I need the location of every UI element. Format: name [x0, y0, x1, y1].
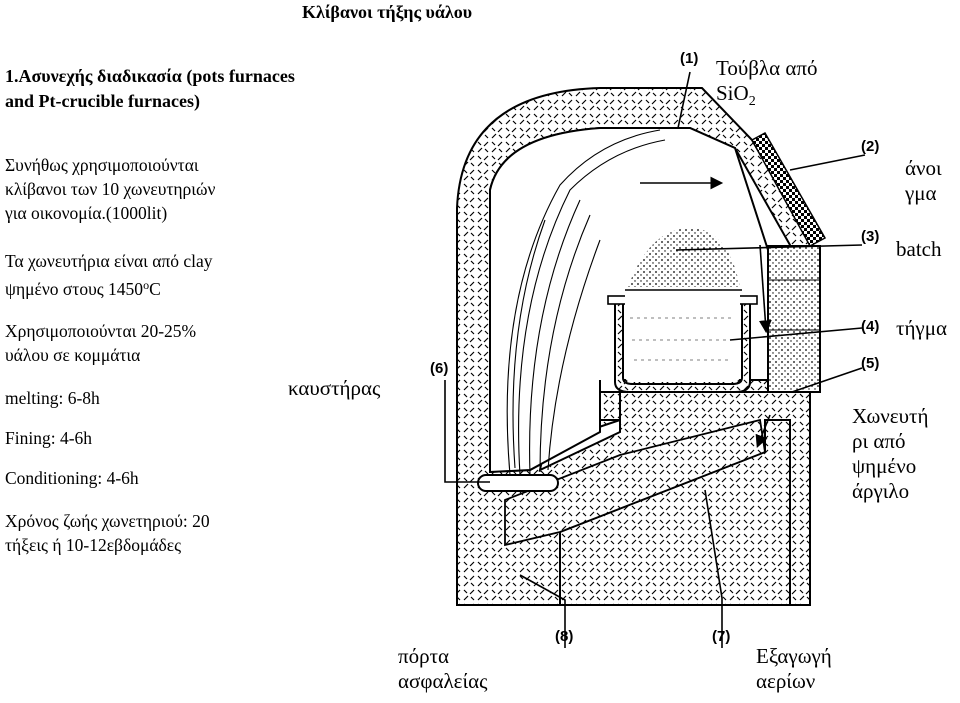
text-superscript: o — [143, 278, 150, 292]
text-line: Συνήθως χρησιμοποιούνται — [5, 155, 199, 175]
text-line: ψημένο στους 1450oC — [5, 273, 213, 301]
label-line: άργιλο — [852, 479, 910, 503]
heading-line: 1.Ασυνεχής διαδικασία (pots furnaces — [5, 66, 295, 86]
label-safety-door: πόρτα ασφαλείας — [398, 644, 487, 694]
label-batch: batch — [896, 237, 941, 262]
label-line: SiO2 — [716, 81, 818, 114]
label-bricks: Τούβλα από SiO2 — [716, 56, 818, 114]
label-crucible: Χωνευτή ρι από ψημένο άργιλο — [852, 404, 928, 504]
batch-heap — [628, 228, 740, 287]
label-fragment: SiO — [716, 81, 749, 105]
text-melting: melting: 6-8h — [5, 386, 100, 410]
text-line: Τα χωνευτήρια είναι από clay — [5, 251, 213, 271]
label-line: άνοι — [905, 156, 942, 180]
slope — [504, 418, 767, 547]
label-line: τήγμα — [896, 316, 947, 340]
heading-line: and Pt-crucible furnaces) — [5, 91, 200, 111]
glass-melt — [625, 292, 740, 382]
text-line: Χρόνος ζωής χωνετηριού: 20 — [5, 511, 210, 531]
text-fining: Fining: 4-6h — [5, 426, 92, 450]
door-bricks — [750, 131, 827, 248]
label-line: Τούβλα από — [716, 56, 818, 80]
callout-number: (3) — [861, 228, 880, 245]
label-line: batch — [896, 237, 942, 261]
callout-number: (6) — [430, 360, 449, 377]
label-line: ασφαλείας — [398, 669, 488, 693]
flow-arrow-down — [755, 414, 771, 448]
heading-batch-process: 1.Ασυνεχής διαδικασία (pots furnaces and… — [5, 64, 295, 114]
text-line: τήξεις ή 10-12εβδομάδες — [5, 535, 182, 555]
label-line: Εξαγωγή — [756, 644, 832, 668]
label-subscript: 2 — [748, 94, 756, 109]
paragraph-lifetime: Χρόνος ζωής χωνετηριού: 20 τήξεις ή 10-1… — [5, 509, 210, 557]
paragraph-usage: Συνήθως χρησιμοποιούνται κλίβανοι των 10… — [5, 153, 215, 225]
text-fragment: ψημένο στους 1450 — [5, 279, 144, 299]
label-line: αερίων — [756, 669, 816, 693]
label-burner: καυστήρας — [288, 376, 380, 401]
label-line: Χωνευτή — [852, 404, 929, 428]
text-line: κλίβανοι των 10 χωνευτηριών — [5, 179, 216, 199]
callout-number: (5) — [861, 355, 880, 372]
label-line: πόρτα — [398, 644, 450, 668]
dotted-column — [767, 245, 821, 393]
text-line: για οικονομία.(1000lit) — [5, 203, 168, 223]
text-fragment: C — [149, 279, 161, 299]
label-melt: τήγμα — [896, 316, 947, 341]
callout-number: (4) — [861, 318, 880, 335]
page-title: Κλίβανοι τήξης υάλου — [302, 2, 473, 22]
callout-number: (2) — [861, 138, 880, 155]
paragraph-cullet: Χρησιμοποιούνται 20-25% υάλου σε κομμάτι… — [5, 319, 196, 367]
text-line: Conditioning: 4-6h — [5, 468, 139, 488]
label-opening: άνοι γμα — [905, 156, 942, 206]
burner-pipe — [477, 474, 559, 492]
label-line: ψημένο — [852, 454, 917, 478]
text-conditioning: Conditioning: 4-6h — [5, 466, 139, 490]
flame-lines — [506, 129, 666, 476]
text-line: Fining: 4-6h — [5, 428, 93, 448]
label-line: καυστήρας — [288, 376, 381, 400]
callout-number: (8) — [555, 628, 574, 645]
flow-arrow-right — [758, 244, 772, 334]
callout-number: (1) — [680, 50, 699, 67]
callout-number: (7) — [712, 628, 731, 645]
paragraph-crucible-material: Τα χωνευτήρια είναι από clay ψημένο στου… — [5, 249, 213, 301]
text-line: Χρησιμοποιούνται 20-25% — [5, 321, 197, 341]
text-line: melting: 6-8h — [5, 388, 100, 408]
text-line: υάλου σε κομμάτια — [5, 345, 141, 365]
label-exhaust: Εξαγωγή αερίων — [756, 644, 832, 694]
leader-lines — [444, 71, 866, 648]
label-line: γμα — [905, 181, 937, 205]
label-line: ρι από — [852, 429, 906, 453]
